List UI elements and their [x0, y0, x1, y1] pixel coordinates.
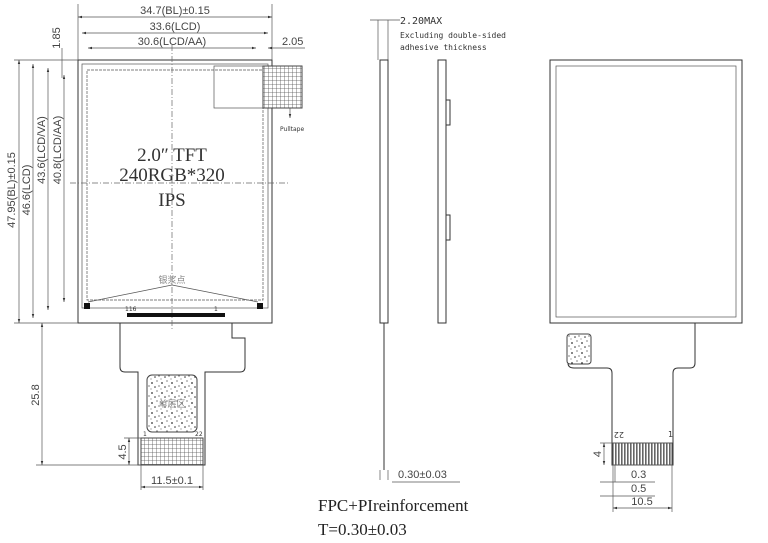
- dim-top-offset: 1.85: [51, 27, 63, 48]
- module-side-detail: [437, 59, 451, 324]
- dim-height-aa: 40.8(LCD/AA): [52, 116, 64, 184]
- dim-fpc-width: 11.5±0.1: [151, 475, 193, 487]
- title-type: IPS: [158, 190, 185, 211]
- dim-height-lcd: 46.6(LCD): [21, 165, 33, 216]
- back-pin-1-label: 1: [668, 430, 673, 439]
- caption-line1: FPC+PIreinforcement: [318, 496, 469, 515]
- active-area: [86, 69, 264, 301]
- back-dim-finger-height: 4: [592, 451, 604, 457]
- fpc-outline: [119, 323, 246, 466]
- module-side-outline: [379, 59, 389, 324]
- dim-height-bl: 47.95(BL)±0.15: [6, 152, 18, 228]
- title-size: 2.0″ TFT: [137, 145, 207, 166]
- caption-line2: T=0.30±0.03: [318, 520, 407, 539]
- dim-width-lcd: 33.6(LCD): [150, 21, 201, 33]
- fpc-pin-1-label: 1: [143, 431, 147, 438]
- backlight-outline: [77, 59, 273, 324]
- pulltape-box: [213, 65, 264, 109]
- pin-1-label: 1: [214, 306, 218, 313]
- dim-width-aa: 30.6(LCD/AA): [138, 36, 206, 48]
- back-inner: [555, 65, 737, 318]
- fpc-pin-22-label: 22: [195, 431, 203, 438]
- lcd-outline: [81, 63, 269, 309]
- dim-pitch: 0.5: [631, 483, 646, 495]
- dim-width-bl: 34.7(BL)±0.15: [140, 5, 210, 17]
- dim-thickness: 2.20MAX: [400, 16, 442, 27]
- dim-total-width: 10.5: [631, 496, 652, 508]
- back-view: 22 1 4 0.3 0.5 10.5: [549, 59, 743, 512]
- dim-right-offset: 2.05: [282, 36, 303, 48]
- dim-height-va: 43.6(LCD/VA): [36, 116, 48, 184]
- dim-fpc-length: 25.8: [30, 384, 42, 405]
- single-layer-area: [146, 374, 198, 433]
- back-outline: [549, 59, 743, 324]
- note-line1: Excluding double-sided: [400, 31, 506, 40]
- silver-dot-label: 银浆点: [158, 274, 185, 286]
- note-line2: adhesive thickness: [400, 43, 487, 52]
- back-gold-fingers: [612, 442, 673, 466]
- pulltape-label: Pulltape: [280, 126, 304, 133]
- front-view: Pulltape 2.0″ TFT 240RGB*320 IPS 银浆点 116…: [6, 4, 305, 490]
- pin-116-label: 116: [125, 306, 137, 313]
- side-view: 2.20MAX Excluding double-sided adhesive …: [370, 16, 506, 483]
- back-pin-22-label: 22: [614, 430, 624, 439]
- dim-finger-height: 4.5: [117, 444, 129, 459]
- gold-finger-grid: [140, 437, 204, 466]
- back-stiffener: [566, 333, 592, 365]
- dim-fpc-thickness: 0.30±0.03: [398, 469, 447, 481]
- dim-pitch-width: 0.3: [631, 469, 646, 481]
- single-layer-label: 单层区: [158, 398, 185, 410]
- title-resolution: 240RGB*320: [119, 165, 225, 186]
- bonding-strip: [127, 313, 225, 317]
- pulltape-grid: [262, 65, 303, 109]
